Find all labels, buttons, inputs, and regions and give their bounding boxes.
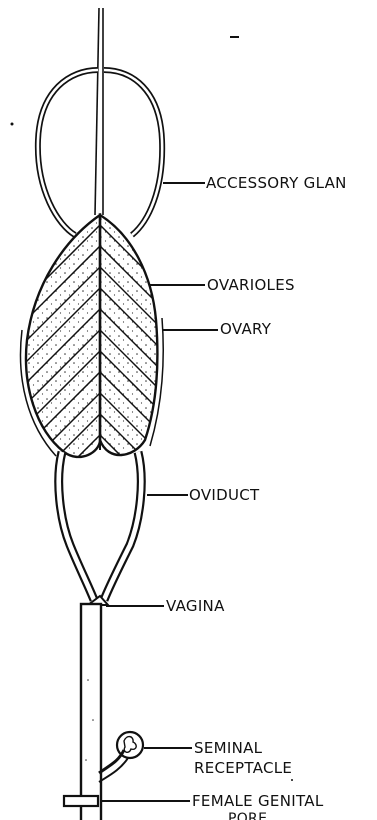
label-seminal-receptacle-2: RECEPTACLE bbox=[194, 759, 292, 777]
terminal-filament bbox=[95, 8, 103, 215]
seminal-receptacle bbox=[99, 732, 143, 782]
label-accessory-gland: ACCESSORY GLAN bbox=[206, 174, 347, 192]
vagina bbox=[81, 596, 108, 820]
oviduct bbox=[59, 452, 142, 600]
label-oviduct: OVIDUCT bbox=[189, 486, 260, 504]
label-seminal-receptacle-1: SEMINAL bbox=[194, 739, 263, 757]
female-genital-pore bbox=[64, 796, 98, 806]
ovary-right-lobe bbox=[100, 215, 157, 455]
ovariole-line bbox=[100, 414, 210, 524]
label-vagina: VAGINA bbox=[166, 597, 225, 615]
accessory-gland bbox=[38, 70, 162, 235]
label-ovarioles: OVARIOLES bbox=[207, 276, 295, 294]
label-female-genital-pore-2: PORE bbox=[228, 811, 267, 820]
ovary-left-lobe bbox=[26, 215, 100, 457]
label-female-genital-pore-1: FEMALE GENITAL bbox=[192, 792, 324, 810]
ovariole-line bbox=[100, 456, 210, 566]
label-ovary: OVARY bbox=[220, 320, 272, 338]
labels: ACCESSORY GLAN OVARIOLES OVARY OVIDUCT V… bbox=[166, 174, 347, 820]
ovary bbox=[20, 215, 163, 457]
ovariole-line bbox=[0, 456, 100, 566]
